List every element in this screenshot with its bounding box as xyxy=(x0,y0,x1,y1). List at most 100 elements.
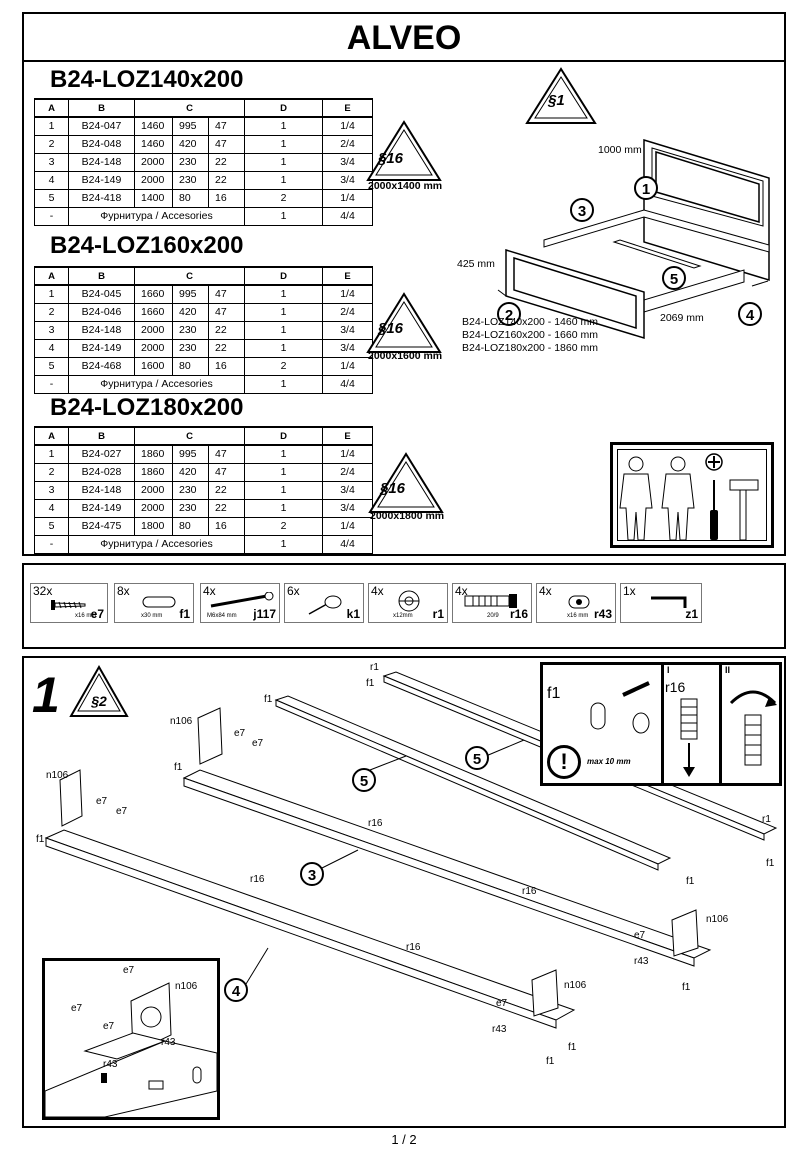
hw-code: k1 xyxy=(346,607,360,621)
width-180: B24-LOZ180x200 - 1860 mm xyxy=(462,342,598,354)
svg-text:1: 1 xyxy=(642,181,650,198)
table-cell: 22 xyxy=(208,320,245,340)
callout-5: 5 xyxy=(465,746,489,770)
table-cell: 4 xyxy=(34,170,69,190)
table-cell: 3/4 xyxy=(322,498,373,518)
callout-1: 1 xyxy=(634,176,658,200)
warning-triangle-icon xyxy=(525,67,597,124)
table-cell: 1 xyxy=(34,116,69,136)
table-cell: 1460 xyxy=(134,134,173,154)
label-f1: f1 xyxy=(686,876,695,887)
header-b: B xyxy=(68,426,135,446)
table-cell: 16 xyxy=(208,356,245,376)
label-r43: r43 xyxy=(492,1024,507,1035)
hardware-section: 32x x16 mm e7 8x x30 mm f1 4x M6x84 mm j… xyxy=(22,563,786,649)
header-c: C xyxy=(134,98,245,118)
callout-4: 4 xyxy=(738,302,762,326)
table-cell: 995 xyxy=(172,444,209,464)
table-cell: Фурнитура / Accesories xyxy=(68,374,245,394)
label-r16: r16 xyxy=(368,818,383,829)
header-a: A xyxy=(34,266,69,286)
width-160: B24-LOZ160x200 - 1660 mm xyxy=(462,329,598,341)
label-f1: f1 xyxy=(766,858,775,869)
table-cell: 4/4 xyxy=(322,206,373,226)
hardware-item-k1: 6x k1 xyxy=(284,583,364,623)
section-ref-180: §16 xyxy=(380,480,406,497)
step-number: 1 xyxy=(32,667,60,723)
table-cell: 2 xyxy=(244,356,323,376)
table-cell: 47 xyxy=(208,444,245,464)
table-cell: 1 xyxy=(244,444,323,464)
table-header-row: A B C D E xyxy=(34,98,373,118)
label-r43: r43 xyxy=(161,1037,176,1048)
bed-overview-drawing: 1 2 3 4 5 xyxy=(497,138,770,340)
hw-size: M6x84 mm xyxy=(207,613,237,619)
table-cell: 995 xyxy=(172,116,209,136)
table-cell: 2000 xyxy=(134,480,173,500)
callout-5: 5 xyxy=(662,266,686,290)
label-e7: e7 xyxy=(496,998,508,1009)
hw-code: f1 xyxy=(179,607,190,621)
table-cell: 1 xyxy=(244,462,323,482)
label-r16: r16 xyxy=(522,886,537,897)
hex-key-icon xyxy=(651,596,687,608)
table-cell: 1/4 xyxy=(322,444,373,464)
width-140: B24-LOZ140x200 - 1460 mm xyxy=(462,316,598,328)
label-n106: n106 xyxy=(170,716,193,727)
label-f1: f1 xyxy=(366,678,375,689)
label-f1: f1 xyxy=(546,1056,555,1067)
table-cell: 230 xyxy=(172,480,209,500)
table-cell: 4 xyxy=(34,338,69,358)
header-e: E xyxy=(322,98,373,118)
table-cell: 47 xyxy=(208,284,245,304)
connector-insert-icon xyxy=(680,698,698,777)
warning-exclamation-icon: ! xyxy=(547,745,581,779)
table-cell: B24-047 xyxy=(68,116,135,136)
hw-code: e7 xyxy=(90,607,104,621)
label-f1: f1 xyxy=(174,762,183,773)
table-cell: 420 xyxy=(172,462,209,482)
svg-text:4: 4 xyxy=(746,307,755,324)
table-cell: 3/4 xyxy=(322,480,373,500)
callout-3: 3 xyxy=(300,862,324,886)
label-e7: e7 xyxy=(116,806,128,817)
hardware-item-r16: 4x 20/9 r16 xyxy=(452,583,532,623)
table-cell: 1 xyxy=(244,480,323,500)
hardware-item-z1: 1x z1 xyxy=(620,583,702,623)
hw-code: z1 xyxy=(685,607,698,621)
dowel-insert-icon xyxy=(590,681,650,734)
detail-inset-connectors: f1 r16 I II ! max 10 mm xyxy=(540,662,782,786)
bolt-icon xyxy=(210,592,274,608)
label-r1: r1 xyxy=(370,662,379,673)
table-cell: B24-046 xyxy=(68,302,135,322)
table-cell: 22 xyxy=(208,480,245,500)
size-160: 2000x1600 mm xyxy=(368,350,443,362)
size-180: 2000x1800 mm xyxy=(370,510,445,522)
dim-length: 2069 mm xyxy=(660,312,704,324)
hw-code: r16 xyxy=(509,607,528,621)
label-n106: n106 xyxy=(175,981,198,992)
table-cell: 1 xyxy=(34,444,69,464)
brand-title: ALVEO xyxy=(24,14,784,62)
table-cell: 22 xyxy=(208,170,245,190)
header-d: D xyxy=(244,426,323,446)
dim-headboard: 1000 mm xyxy=(598,144,642,156)
label-e7: e7 xyxy=(96,796,108,807)
table-cell: 995 xyxy=(172,284,209,304)
hardware-item-r43: 4x x16 mm r43 xyxy=(536,583,616,623)
table-cell: 230 xyxy=(172,338,209,358)
table-cell: 47 xyxy=(208,302,245,322)
screw-icon xyxy=(51,600,86,610)
hw-qty: 1x xyxy=(623,584,636,598)
table-cell: B24-149 xyxy=(68,170,135,190)
hw-qty: 4x xyxy=(203,584,216,598)
table-header-row: A B C D E xyxy=(34,426,373,446)
hw-code: r43 xyxy=(593,607,612,621)
